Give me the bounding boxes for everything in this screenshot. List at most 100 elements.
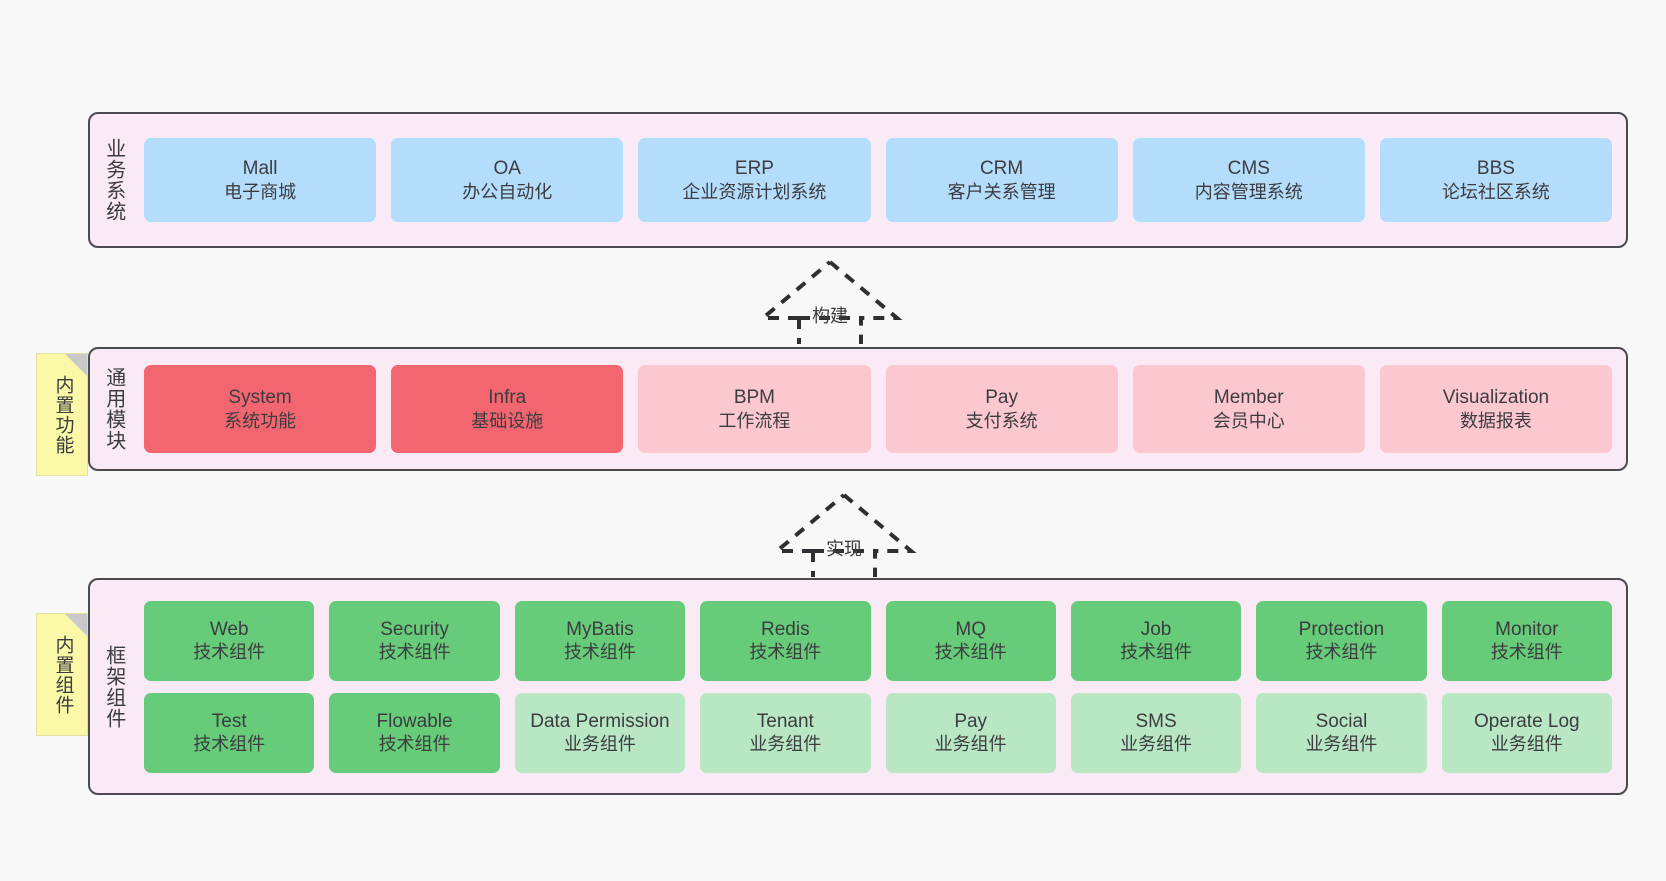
- card-title-en: Protection: [1298, 618, 1385, 640]
- connector-implement-label: 实现: [826, 539, 862, 559]
- card-title-cn: 技术组件: [1305, 642, 1378, 663]
- card-system[interactable]: System 系统功能: [144, 365, 377, 453]
- layer-body-business-system: Mall 电子商城 OA 办公自动化 ERP 企业资源计划系统 CRM 客户关系…: [136, 114, 1626, 246]
- card-mq[interactable]: MQ 技术组件: [885, 600, 1056, 681]
- card-title-en: Mall: [242, 158, 278, 180]
- card-title-cn: 电子商城: [224, 181, 297, 202]
- card-title-en: Data Permission: [530, 710, 670, 732]
- card-title-en: MQ: [955, 618, 986, 640]
- card-title-cn: 业务组件: [749, 734, 822, 755]
- card-cms[interactable]: CMS 内容管理系统: [1132, 138, 1365, 222]
- card-title-cn: 技术组件: [193, 734, 266, 755]
- card-title-en: Test: [211, 710, 247, 732]
- note-fold-icon: [65, 614, 87, 636]
- card-title-en: Security: [380, 618, 449, 640]
- card-operate-log[interactable]: Operate Log 业务组件: [1441, 692, 1612, 773]
- card-mybatis[interactable]: MyBatis 技术组件: [514, 600, 686, 681]
- card-title-cn: 技术组件: [378, 642, 451, 663]
- card-title-cn: 业务组件: [934, 734, 1007, 755]
- layer-body-framework-component: Web 技术组件 Security 技术组件 MyBatis 技术组件 Redi…: [136, 580, 1626, 793]
- card-title-en: System: [228, 387, 292, 409]
- card-monitor[interactable]: Monitor 技术组件: [1441, 600, 1612, 681]
- card-tenant[interactable]: Tenant 业务组件: [700, 692, 871, 773]
- layer-title-framework-component: 框架组件: [102, 644, 125, 729]
- connector-implement-arrow: [771, 493, 917, 577]
- card-title-en: Monitor: [1495, 618, 1559, 640]
- card-title-en: ERP: [734, 158, 774, 180]
- layer-title-business-system: 业务系统: [102, 138, 125, 222]
- card-title-en: Web: [209, 618, 249, 640]
- card-test[interactable]: Test 技术组件: [144, 692, 315, 773]
- card-title-cn: 技术组件: [934, 642, 1007, 663]
- card-title-cn: 系统功能: [224, 410, 297, 431]
- card-title-cn: 企业资源计划系统: [682, 181, 827, 202]
- note-builtin-components[interactable]: 内置组件: [36, 613, 88, 736]
- card-title-cn: 基础设施: [471, 410, 544, 431]
- card-title-en: Operate Log: [1473, 710, 1580, 732]
- card-title-cn: 技术组件: [749, 642, 822, 663]
- note-builtin-features[interactable]: 内置功能: [36, 353, 88, 476]
- card-title-en: Member: [1213, 387, 1284, 409]
- card-title-cn: 数据报表: [1459, 410, 1532, 431]
- card-oa[interactable]: OA 办公自动化: [391, 138, 624, 222]
- card-title-en: BPM: [733, 387, 776, 409]
- layer-common-module[interactable]: 通用模块 System 系统功能 Infra 基础设施 BPM 工作流程 Pay…: [88, 347, 1628, 471]
- card-title-cn: 业务组件: [1490, 734, 1563, 755]
- card-title-cn: 工作流程: [718, 410, 791, 431]
- layer-framework-component[interactable]: 框架组件 Web 技术组件 Security 技术组件 MyBatis 技术组件…: [88, 578, 1628, 795]
- card-title-cn: 内容管理系统: [1194, 181, 1303, 202]
- card-title-en: Redis: [761, 618, 810, 640]
- card-erp[interactable]: ERP 企业资源计划系统: [638, 138, 871, 222]
- card-security[interactable]: Security 技术组件: [329, 600, 500, 681]
- card-member[interactable]: Member 会员中心: [1132, 365, 1365, 453]
- connector-implement: 实现: [771, 491, 917, 577]
- card-title-cn: 技术组件: [563, 642, 636, 663]
- card-title-cn: 业务组件: [563, 734, 636, 755]
- card-title-cn: 支付系统: [965, 410, 1038, 431]
- card-title-en: BBS: [1476, 158, 1515, 180]
- card-job[interactable]: Job 技术组件: [1070, 600, 1242, 681]
- card-bpm[interactable]: BPM 工作流程: [638, 365, 871, 453]
- card-infra[interactable]: Infra 基础设施: [391, 365, 624, 453]
- layer-body-common-module: System 系统功能 Infra 基础设施 BPM 工作流程 Pay 支付系统…: [136, 349, 1626, 469]
- card-title-cn: 论坛社区系统: [1441, 181, 1550, 202]
- card-pay-module[interactable]: Pay 支付系统: [885, 365, 1118, 453]
- layer-business-system[interactable]: 业务系统 Mall 电子商城 OA 办公自动化 ERP 企业资源计划系统 CRM…: [88, 112, 1628, 248]
- card-title-cn: 办公自动化: [462, 181, 553, 202]
- framework-row-technical: Web 技术组件 Security 技术组件 MyBatis 技术组件 Redi…: [144, 600, 1612, 681]
- card-pay-component[interactable]: Pay 业务组件: [885, 692, 1056, 773]
- card-title-en: Tenant: [756, 710, 814, 732]
- card-web[interactable]: Web 技术组件: [144, 600, 315, 681]
- card-title-en: MyBatis: [566, 618, 634, 640]
- card-title-cn: 会员中心: [1212, 410, 1285, 431]
- card-title-cn: 技术组件: [1490, 642, 1563, 663]
- card-sms[interactable]: SMS 业务组件: [1070, 692, 1242, 773]
- card-title-en: SMS: [1135, 710, 1177, 732]
- card-title-cn: 业务组件: [1305, 734, 1378, 755]
- card-bbs[interactable]: BBS 论坛社区系统: [1379, 138, 1613, 222]
- card-title-cn: 客户关系管理: [947, 181, 1056, 202]
- card-title-en: Pay: [985, 387, 1018, 409]
- card-title-cn: 技术组件: [378, 734, 451, 755]
- card-visualization[interactable]: Visualization 数据报表: [1379, 365, 1613, 453]
- card-title-en: CRM: [979, 158, 1024, 180]
- card-title-cn: 业务组件: [1120, 734, 1193, 755]
- card-title-en: Visualization: [1442, 387, 1550, 409]
- card-title-cn: 技术组件: [1120, 642, 1193, 663]
- card-data-permission[interactable]: Data Permission 业务组件: [514, 692, 686, 773]
- card-flowable[interactable]: Flowable 技术组件: [329, 692, 500, 773]
- card-title-en: OA: [493, 158, 521, 180]
- card-redis[interactable]: Redis 技术组件: [700, 600, 871, 681]
- card-social[interactable]: Social 业务组件: [1256, 692, 1427, 773]
- card-title-en: Infra: [488, 387, 527, 409]
- card-crm[interactable]: CRM 客户关系管理: [885, 138, 1118, 222]
- card-title-cn: 技术组件: [193, 642, 266, 663]
- connector-build-arrow: [757, 260, 903, 344]
- card-title-en: Social: [1315, 710, 1368, 732]
- connector-build: 构建: [757, 258, 903, 344]
- card-mall[interactable]: Mall 电子商城: [144, 138, 377, 222]
- card-protection[interactable]: Protection 技术组件: [1256, 600, 1427, 681]
- note-label: 内置功能: [52, 374, 74, 455]
- note-label: 内置组件: [52, 634, 74, 715]
